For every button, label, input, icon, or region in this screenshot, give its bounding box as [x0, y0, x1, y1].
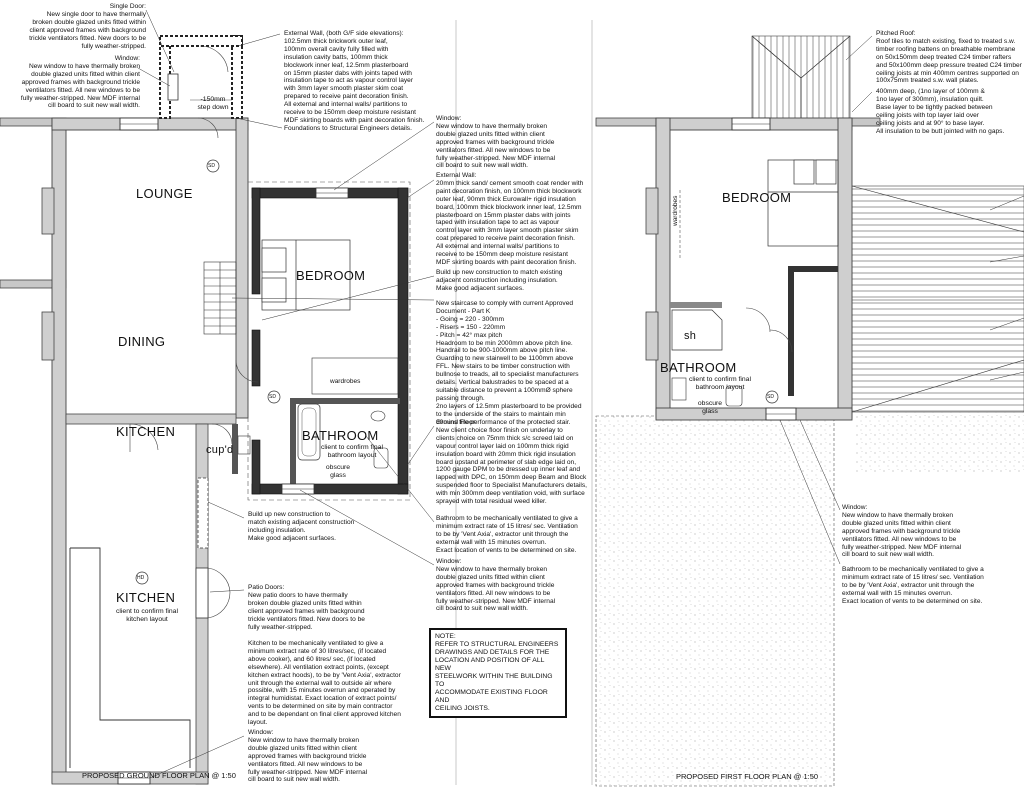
shower-label: sh — [684, 330, 697, 342]
heat-detector-label: HD — [137, 575, 145, 581]
ground-bed — [261, 239, 351, 311]
step-down-label: -150mm step down — [197, 96, 229, 111]
ground-floor-plan-title: PROPOSED GROUND FLOOR PLAN @ 1:50 — [82, 771, 236, 780]
room-label-first-bedroom: BEDROOM — [722, 190, 792, 205]
note-patio-doors: Patio Doors: New patio doors to have the… — [248, 584, 365, 631]
room-label-ground-bedroom: BEDROOM — [296, 268, 366, 283]
note-bathroom-vent: Bathroom to be mechanically ventilated t… — [436, 515, 578, 554]
note-foundations: Foundations to Structural Engineers deta… — [284, 125, 412, 132]
ground-floor-plan — [0, 9, 435, 785]
note-external-wall: External Wall: 20mm thick sand/ cement s… — [436, 172, 584, 266]
room-label-ground-bathroom: BATHROOM — [302, 428, 379, 443]
staircase — [203, 261, 237, 335]
kitchen-note: client to confirm final kitchen layout — [116, 608, 178, 623]
note-ground-floor: Ground Floor: New client choice floor fi… — [436, 419, 588, 506]
ground-obscure-glass: obscure glass — [325, 464, 351, 479]
room-label-kitchen: KITCHEN — [116, 424, 176, 439]
first-leader-lines — [779, 35, 1024, 565]
smoke-detector-label: SD — [269, 394, 276, 400]
note-build-up-1: Build up new construction to match exist… — [436, 269, 563, 292]
extension-bottom-wall — [251, 483, 409, 495]
ground-bathroom-note: client to confirm final bathroom layout — [321, 444, 383, 459]
note-kitchen-vent: Kitchen to be mechanically ventilated to… — [248, 640, 401, 727]
note-pitched-roof: Pitched Roof: Roof tiles to match existi… — [876, 30, 1022, 85]
smoke-detector-label: SD — [208, 163, 215, 169]
first-wardrobes-label: wardrobes — [672, 195, 679, 226]
note-window-mid: Window: New window to have thermally bro… — [436, 115, 556, 170]
room-label-first-bathroom: BATHROOM — [660, 360, 737, 375]
note-single-door: Single Door: New single door to have the… — [29, 3, 146, 50]
note-build-up-2: Build up new construction to match exist… — [248, 511, 355, 542]
note-first-window: Window: New window to have thermally bro… — [842, 504, 962, 559]
room-label-kitchen-lower: KITCHEN — [116, 590, 176, 605]
first-floor-plan-title: PROPOSED FIRST FLOOR PLAN @ 1:50 — [676, 772, 819, 781]
room-label-dining: DINING — [118, 334, 166, 349]
note-window-low: Window: New window to have thermally bro… — [436, 558, 556, 613]
note-window-top: Window: New window to have thermally bro… — [20, 55, 140, 110]
first-bathroom-note: client to confirm final bathroom layout — [689, 376, 751, 391]
ground-leader-lines — [137, 9, 435, 779]
note-external-wall-gf: External Wall, (both G/F side elevations… — [284, 30, 425, 124]
ground-wardrobes-label: wardrobes — [330, 378, 361, 385]
smoke-detector-label: SD — [767, 394, 774, 400]
first-bed — [767, 159, 839, 247]
note-staircase: New staircase to comply with current App… — [436, 300, 582, 426]
first-floor-plan — [595, 35, 1024, 787]
room-label-cupboard: cup'd — [206, 444, 234, 456]
note-first-bathroom-vent: Bathroom to be mechanically ventilated t… — [842, 566, 984, 605]
room-label-lounge: LOUNGE — [136, 186, 193, 201]
structural-note-box: NOTE: REFER TO STRUCTURAL ENGINEERS DRAW… — [429, 628, 567, 718]
note-insulation: 400mm deep, (1no layer of 100mm & 1no la… — [876, 88, 1005, 135]
note-window-kitchen: Window: New window to have thermally bro… — [248, 729, 368, 784]
first-obscure-glass: obscure glass — [697, 400, 723, 415]
